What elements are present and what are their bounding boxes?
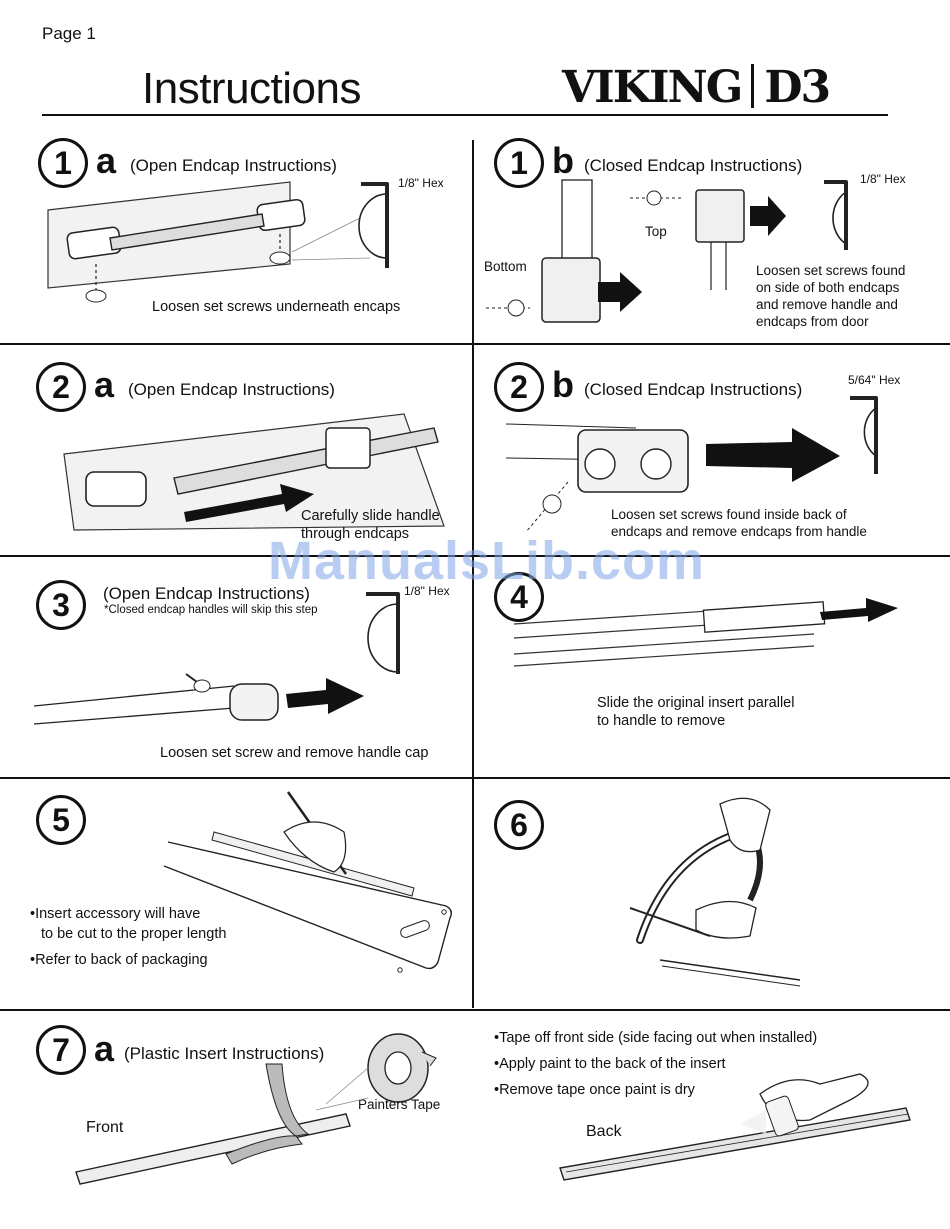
page-title: Instructions (142, 64, 361, 113)
slide-insert-illustration (513, 598, 898, 667)
caption-line: endcaps and remove endcaps from handle (611, 524, 867, 539)
caption-line: Loosen set screws found inside back of (611, 507, 847, 522)
caption-line: Slide the original insert parallel (597, 695, 795, 711)
tape-front-insert-illustration (75, 1063, 369, 1185)
row-divider-4 (0, 1009, 950, 1011)
label-bottom: Bottom (484, 259, 527, 274)
bullet-item: •Remove tape once paint is dry (494, 1082, 695, 1098)
hex-size-label: 1/8" Hex (404, 584, 450, 598)
hex-size-label: 1/8" Hex (860, 172, 906, 186)
step-note: *Closed endcap handles will skip this st… (104, 604, 318, 616)
step-number: 2 (36, 362, 86, 412)
step-caption: Loosen set screw and remove handle cap (160, 745, 429, 761)
hex-key-icon (366, 592, 400, 674)
step-number: 5 (36, 795, 86, 845)
bullet-item: •Apply paint to the back of the insert (494, 1056, 726, 1072)
hex-key-icon (824, 180, 848, 250)
row-divider-2 (0, 555, 950, 557)
step-heading: (Plastic Insert Instructions) (124, 1044, 325, 1063)
step-caption: Slide the original insert parallel to ha… (597, 694, 794, 730)
step-number: 2 (494, 362, 544, 412)
slide-handle-illustration (63, 413, 445, 531)
painters-tape-roll-icon (367, 1033, 437, 1103)
open-endcap-handle-illustration (47, 181, 371, 303)
handle-cap-removal-illustration (33, 673, 364, 725)
caption-line: and remove handle and (756, 297, 898, 312)
step-heading: (Open Endcap Instructions) (130, 156, 337, 175)
caption-line: through endcaps (301, 526, 410, 542)
step-letter: b (552, 364, 574, 405)
step-number: 3 (36, 580, 86, 630)
step-bullets: •Tape off front side (side facing out wh… (494, 1028, 817, 1100)
label-back: Back (586, 1123, 622, 1140)
step-caption: Loosen set screws underneath encaps (152, 299, 401, 315)
hex-key-icon (850, 396, 878, 474)
step-caption: Loosen set screws found on side of both … (756, 262, 905, 330)
watermark: ManualsLib.com (268, 531, 706, 591)
step-number: 4 (494, 572, 544, 622)
caption-line: on side of both endcaps (756, 280, 900, 295)
step-heading: (Open Endcap Instructions) (103, 584, 310, 603)
step-letter: b (552, 140, 574, 181)
step-number: 1 (38, 138, 88, 188)
caption-line: Loosen set screws found (756, 263, 906, 278)
caption-line: endcaps from door (756, 314, 869, 329)
step-heading: (Closed Endcap Instructions) (584, 156, 803, 175)
label-painters-tape: Painters Tape (358, 1097, 441, 1112)
row-divider-1 (0, 343, 950, 345)
page-number: Page 1 (42, 24, 96, 43)
label-top: Top (645, 224, 667, 239)
closed-endcap-removal-illustration (505, 423, 840, 533)
caption-line: to handle to remove (597, 713, 726, 729)
step-bullets: •Insert accessory will have to be cut to… (30, 904, 226, 970)
step-heading: (Closed Endcap Instructions) (584, 380, 803, 399)
hex-size-label: 5/64" Hex (848, 373, 901, 387)
hex-size-label: 1/8" Hex (398, 176, 444, 190)
bullet-item: •Refer to back of packaging (30, 952, 208, 968)
cut-insert-illustration (163, 791, 453, 973)
step-letter: a (94, 1028, 115, 1069)
step-letter: a (96, 140, 117, 181)
bullet-item: •Insert accessory will have (30, 906, 201, 922)
column-divider (472, 140, 474, 1008)
row-divider-3 (0, 777, 950, 779)
hex-key-icon (358, 182, 389, 268)
label-front: Front (86, 1119, 124, 1136)
paint-back-insert-illustration (559, 1073, 911, 1181)
step-caption: Carefully slide handle through endcaps (301, 507, 440, 543)
logo-brand: VIKING (562, 62, 743, 113)
logo-separator (751, 64, 755, 108)
logo-model: D3 (764, 62, 831, 113)
caption-line: Carefully slide handle (301, 508, 440, 524)
closed-endcap-illustration (486, 179, 786, 323)
bullet-item-continuation: to be cut to the proper length (41, 926, 227, 942)
step-number: 1 (494, 138, 544, 188)
step-number: 7 (36, 1025, 86, 1075)
step-letter: a (94, 364, 115, 405)
step-heading: (Open Endcap Instructions) (128, 380, 335, 399)
viking-d3-logo: VIKING D3 (562, 62, 831, 113)
step-caption: Loosen set screws found inside back of e… (611, 506, 867, 540)
hacksaw-cutting-illustration (629, 797, 801, 987)
header-rule (42, 114, 888, 116)
bullet-item: •Tape off front side (side facing out wh… (494, 1030, 818, 1046)
step-number: 6 (494, 800, 544, 850)
